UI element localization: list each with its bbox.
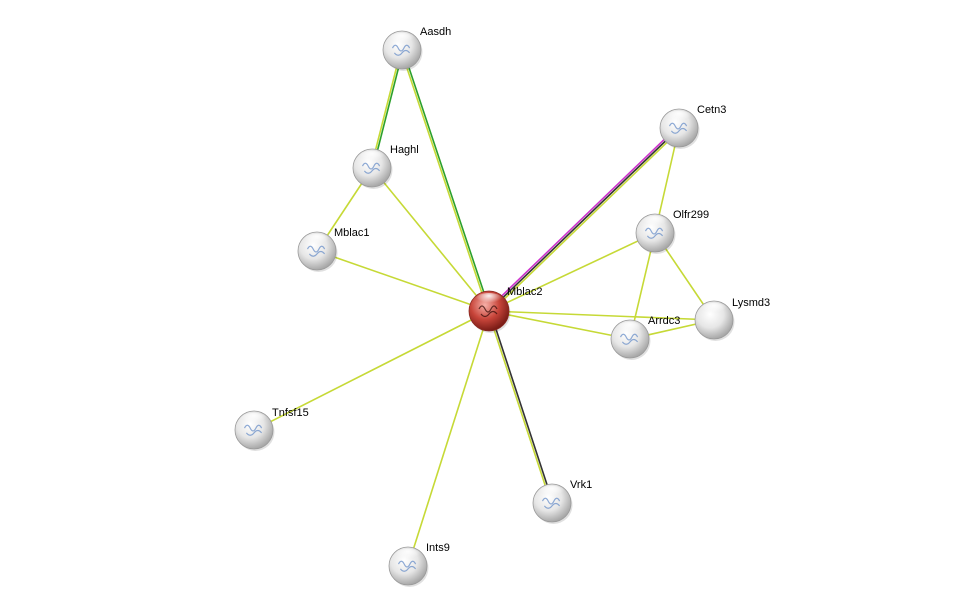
node-highlight bbox=[616, 321, 644, 336]
node-highlight bbox=[538, 485, 566, 500]
edge-line bbox=[489, 310, 554, 503]
edge-line bbox=[488, 310, 631, 340]
edge-line bbox=[488, 310, 715, 321]
node-highlight bbox=[358, 150, 386, 165]
node-label: Mblac2 bbox=[507, 286, 542, 298]
node-tnfsf15[interactable]: Tnfsf15 bbox=[234, 407, 309, 451]
node-ints9[interactable]: Ints9 bbox=[388, 542, 450, 587]
node-olfr299[interactable]: Olfr299 bbox=[635, 209, 709, 254]
node-label: Lysmd3 bbox=[732, 297, 770, 309]
edge-mblac1-mblac2 bbox=[316, 250, 490, 312]
node-label: Mblac1 bbox=[334, 227, 369, 239]
node-label: Haghl bbox=[390, 144, 419, 156]
node-highlight bbox=[388, 32, 416, 47]
node-highlight bbox=[303, 233, 331, 248]
node-mblac1[interactable]: Mblac1 bbox=[297, 227, 369, 272]
node-highlight bbox=[700, 302, 728, 317]
edge-aasdh-haghl bbox=[370, 49, 404, 169]
node-label: Aasdh bbox=[420, 26, 451, 38]
edge-tnfsf15-mblac2 bbox=[253, 310, 490, 431]
edge-line bbox=[407, 310, 490, 567]
edge-line bbox=[488, 127, 680, 312]
node-highlight bbox=[665, 110, 693, 125]
edge-line bbox=[489, 128, 681, 314]
edge-line bbox=[316, 250, 490, 312]
node-cetn3[interactable]: Cetn3 bbox=[659, 104, 726, 149]
node-vrk1[interactable]: Vrk1 bbox=[532, 479, 592, 524]
node-label: Vrk1 bbox=[570, 479, 592, 491]
edge-arrdc3-mblac2 bbox=[488, 310, 631, 340]
node-lysmd3[interactable]: Lysmd3 bbox=[694, 297, 770, 341]
node-label: Tnfsf15 bbox=[272, 407, 309, 419]
edge-line bbox=[370, 49, 402, 168]
edge-line bbox=[372, 50, 404, 169]
node-label: Arrdc3 bbox=[648, 315, 680, 327]
edge-aasdh-mblac2 bbox=[400, 49, 491, 312]
edge-line bbox=[488, 232, 656, 312]
edge-line bbox=[371, 167, 490, 312]
edge-olfr299-mblac2 bbox=[488, 232, 656, 312]
node-label: Cetn3 bbox=[697, 104, 726, 116]
edge-cetn3-mblac2 bbox=[487, 125, 681, 314]
node-mblac2[interactable]: Mblac2 bbox=[468, 286, 542, 333]
node-label: Ints9 bbox=[426, 542, 450, 554]
node-label: Olfr299 bbox=[673, 209, 709, 221]
node-arrdc3[interactable]: Arrdc3 bbox=[610, 315, 680, 360]
edge-haghl-mblac2 bbox=[371, 167, 490, 312]
edge-lysmd3-mblac2 bbox=[488, 310, 715, 321]
node-haghl[interactable]: Haghl bbox=[352, 144, 419, 189]
node-highlight bbox=[641, 215, 669, 230]
node-aasdh[interactable]: Aasdh bbox=[382, 26, 451, 71]
node-highlight bbox=[240, 412, 268, 427]
node-highlight bbox=[475, 293, 503, 307]
edge-ints9-mblac2 bbox=[407, 310, 490, 567]
edge-line bbox=[402, 49, 491, 311]
edge-line bbox=[400, 50, 489, 312]
edge-line bbox=[487, 125, 679, 311]
edge-line bbox=[487, 311, 552, 504]
edge-vrk1-mblac2 bbox=[487, 310, 554, 504]
node-highlight bbox=[394, 548, 422, 563]
edge-line bbox=[253, 310, 490, 431]
